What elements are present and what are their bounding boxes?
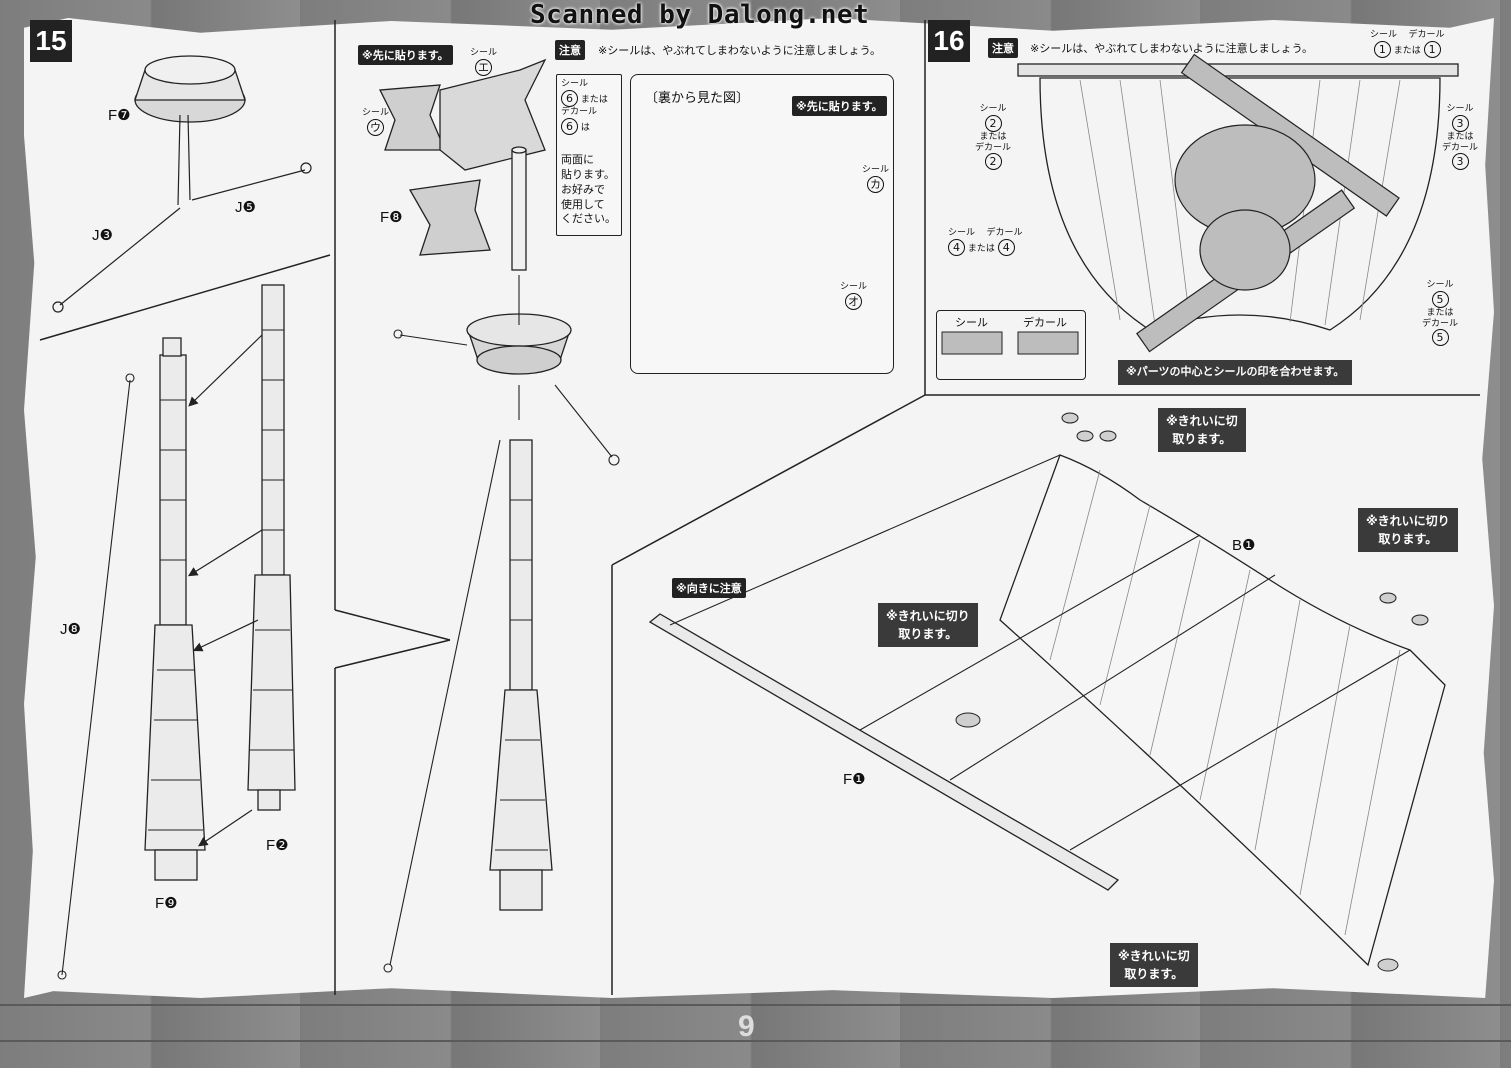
part-label-j5: J❺ — [235, 199, 256, 216]
part-label-j3: J❸ — [92, 227, 113, 244]
tag-stick-first: ※先に貼ります。 — [358, 45, 453, 65]
double-sided-note: シール 6 または デカール 6 は 両面に 貼ります。 お好みで 使用して く… — [556, 74, 622, 236]
page-number: 9 — [738, 1010, 755, 1043]
yard-f1 — [648, 613, 1120, 891]
cut-pieces — [955, 412, 1429, 972]
flag-pole — [511, 146, 527, 271]
step-number-16: 16 — [928, 20, 970, 62]
plank-seam — [0, 1040, 1511, 1042]
part-label-f8: F❽ — [380, 209, 403, 226]
direction-note: ※向きに注意 — [672, 578, 746, 598]
mast-part-f9 — [144, 337, 206, 881]
crows-nest-f8 — [466, 313, 572, 375]
cut-note-top: ※きれいに切取ります。 — [1158, 408, 1246, 452]
caution-tag: 注意 — [555, 40, 585, 60]
sail-b1 — [999, 454, 1446, 967]
seal-o-label: シールオ — [840, 282, 868, 310]
part-label-j8: J❽ — [60, 621, 81, 638]
seal-4-label: シール デカール 4 または 4 — [948, 228, 1023, 256]
seal-decal-legend: シール デカール — [936, 310, 1086, 380]
center-align-note: ※パーツの中心とシールの印を合わせます。 — [1118, 360, 1353, 385]
back-view-title: 〔裏から見た図〕 — [645, 91, 750, 106]
cut-note-middle: ※きれいに切り取ります。 — [878, 603, 978, 647]
assembled-mast — [489, 439, 553, 911]
caution-tag-16: 注意 — [988, 38, 1018, 58]
back-view-box: 〔裏から見た図〕 — [630, 74, 894, 374]
part-label-f7: F❼ — [108, 107, 131, 124]
flag-f8 — [378, 58, 547, 256]
part-label-b1: B❶ — [1232, 537, 1256, 554]
crows-nest-top — [134, 55, 246, 123]
seal-1-label: シール デカール 1 または 1 — [1370, 30, 1445, 58]
seal-e-label: シールエ — [470, 48, 498, 76]
caution-text: ※シールは、やぶれてしまわないように注意しましょう。 — [598, 44, 882, 57]
ladder-part-f2 — [247, 284, 296, 811]
plank-seam — [0, 1004, 1511, 1006]
cut-note-right: ※きれいに切り取ります。 — [1358, 508, 1458, 552]
part-label-f2: F❷ — [266, 837, 289, 854]
part-label-f9: F❾ — [155, 895, 178, 912]
part-label-f1: F❶ — [843, 771, 866, 788]
tag-stick-first-back: ※先に貼ります。 — [792, 96, 887, 116]
cut-note-bottom: ※きれいに切取ります。 — [1110, 943, 1198, 987]
caution-text-16: ※シールは、やぶれてしまわないように注意しましょう。 — [1030, 42, 1314, 55]
seal-ka-label: シールカ — [862, 165, 890, 193]
seal-u-label: シールウ — [362, 108, 390, 136]
scan-watermark: Scanned by Dalong.net — [530, 0, 870, 30]
step-number-15: 15 — [30, 20, 72, 62]
skull-sticker — [1136, 53, 1400, 353]
